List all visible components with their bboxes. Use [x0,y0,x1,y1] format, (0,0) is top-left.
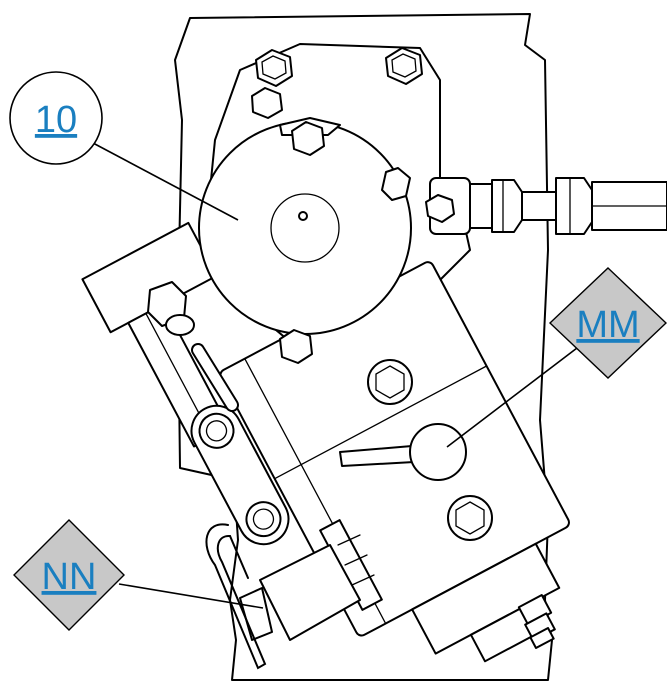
control-lever [339,423,467,481]
callout-10[interactable]: 10 [9,71,103,165]
leader-NN [118,583,264,609]
callout-NN-label[interactable]: NN [42,556,97,598]
bracket-bolt-left [255,49,293,87]
bracket-bolt-mid [251,87,283,119]
cap-bolt-bottom [279,329,313,364]
callout-NN[interactable]: NN [13,519,125,631]
callout-MM[interactable]: MM [548,267,667,379]
bracket-bolt-right [385,47,423,85]
callout-MM-label[interactable]: MM [576,304,639,346]
linkage-arm [190,404,290,546]
callout-10-label[interactable]: 10 [35,99,77,141]
cap-bolt-right [381,167,411,201]
valve-plug-lower [447,495,493,541]
arm-link-rod [191,343,239,412]
valve-plug-upper [367,359,413,405]
leader-10 [92,142,239,221]
bottom-nut-stack [517,594,556,649]
fitting-bolt [425,194,455,223]
cap-bolt-top [291,121,325,156]
leader-MM [446,347,578,448]
retaining-clip [205,523,267,670]
lower-housing [239,544,361,641]
left-fitting-nut [147,281,195,336]
